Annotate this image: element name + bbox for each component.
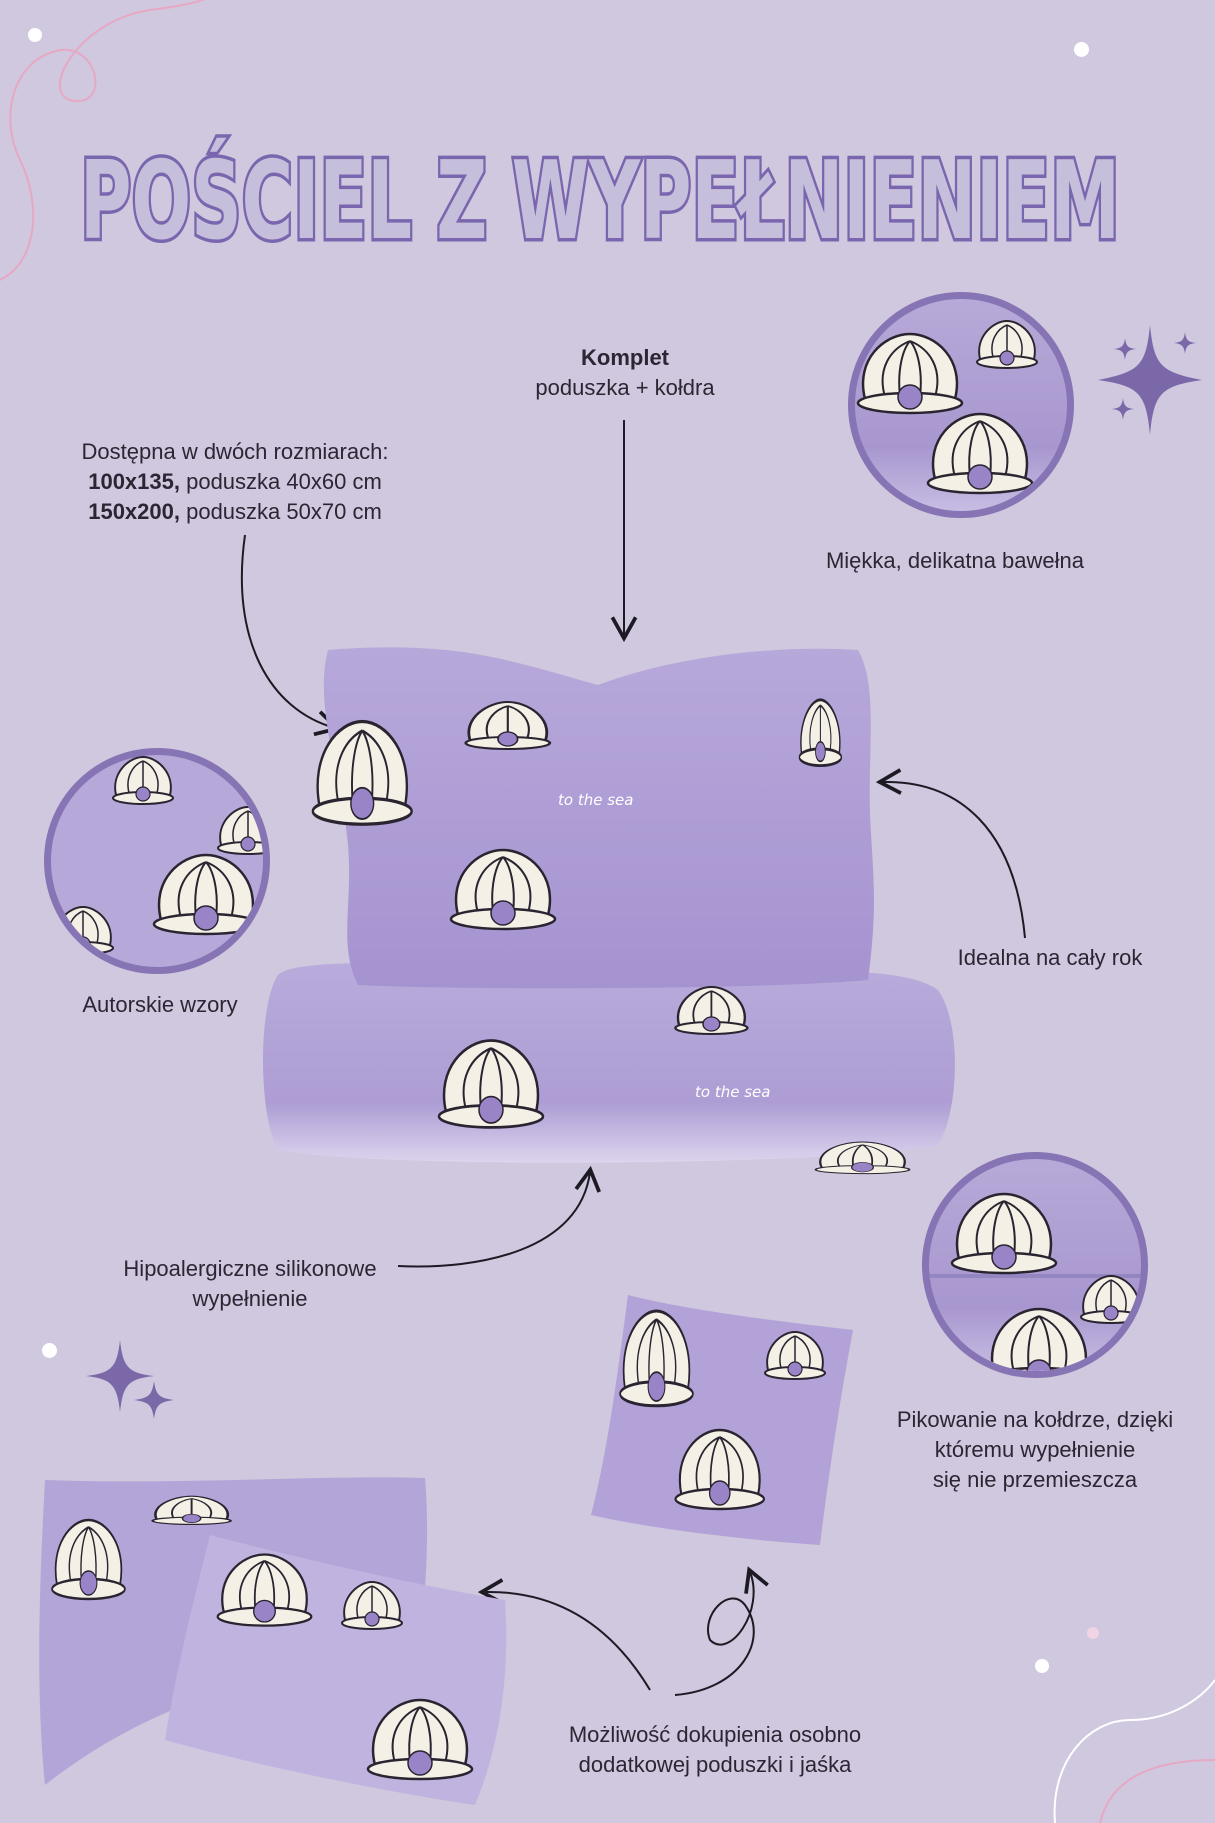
pink-swirl-bottom xyxy=(1099,1759,1215,1823)
extra-line-2: dodatkowej poduszki i jaśka xyxy=(578,1752,852,1777)
dot-decoration xyxy=(1087,1627,1099,1639)
page-title: POŚCIEL Z WYPEŁNIENIEM xyxy=(77,134,1124,268)
sizes-label: Dostępna w dwóch rozmiarach: 100x135, po… xyxy=(50,437,420,527)
pattern-text: to the sea xyxy=(558,791,633,809)
dot-decoration xyxy=(1035,1659,1049,1673)
arrow-extra-left xyxy=(477,1578,651,1691)
size-option-1: 100x135, poduszka 40x60 cm xyxy=(50,467,420,497)
feature-quilting: Pikowanie na kołdrze, dzięki któremu wyp… xyxy=(870,1405,1200,1495)
duvet xyxy=(263,963,955,1163)
komplet-label: Komplet poduszka + kołdra xyxy=(470,343,780,403)
filling-line-2: wypełnienie xyxy=(192,1286,308,1311)
sparkle-icon xyxy=(1098,325,1202,435)
size-1-pillow: poduszka 40x60 cm xyxy=(179,469,382,494)
product-photo-set: to the sea to the sea xyxy=(258,645,960,1175)
quilting-line-2: któremu wypełnienie xyxy=(934,1437,1136,1462)
product-photo-small-pillow xyxy=(588,1290,858,1550)
title-text: POŚCIEL Z WYPEŁNIENIEM xyxy=(80,137,1120,264)
detail-photo-patterns xyxy=(44,748,270,974)
sparkle-icon xyxy=(86,1340,174,1419)
product-photo-extra-pillows xyxy=(35,1475,515,1815)
size-2-pillow: poduszka 50x70 cm xyxy=(179,499,382,524)
detail-photo-cotton xyxy=(848,292,1074,518)
arrow-extra-right xyxy=(674,1566,769,1696)
feature-original-patterns: Autorskie wzory xyxy=(82,992,238,1017)
feature-soft-cotton: Miękka, delikatna bawełna xyxy=(825,548,1085,573)
komplet-sub: poduszka + kołdra xyxy=(535,375,715,400)
feature-filling: Hipoalergiczne silikonowe wypełnienie xyxy=(90,1254,410,1314)
komplet-heading: Komplet xyxy=(581,345,669,370)
feature-extra-pillows: Możliwość dokupienia osobno dodatkowej p… xyxy=(520,1720,910,1780)
extra-line-1: Możliwość dokupienia osobno xyxy=(568,1722,862,1747)
arrow-filling xyxy=(397,1165,601,1268)
quilting-line-1: Pikowanie na kołdrze, dzięki xyxy=(896,1407,1174,1432)
arrow-all-year xyxy=(875,768,1026,939)
dot-decoration xyxy=(28,28,42,42)
sizes-intro: Dostępna w dwóch rozmiarach: xyxy=(81,439,389,464)
quilting-line-3: się nie przemieszcza xyxy=(932,1467,1138,1492)
feature-all-year: Idealna na cały rok xyxy=(957,945,1143,970)
size-1-dimensions: 100x135, xyxy=(88,469,180,494)
white-swirl-bottom xyxy=(1053,1679,1215,1823)
dot-decoration xyxy=(1074,42,1089,57)
dot-decoration xyxy=(42,1343,57,1358)
pink-swirl-top xyxy=(0,0,206,281)
size-2-dimensions: 150x200, xyxy=(88,499,180,524)
detail-photo-quilting xyxy=(922,1152,1148,1378)
size-option-2: 150x200, poduszka 50x70 cm xyxy=(50,497,420,527)
arrow-sizes xyxy=(240,534,341,737)
filling-line-1: Hipoalergiczne silikonowe xyxy=(123,1256,377,1281)
pattern-text: to the sea xyxy=(695,1083,770,1101)
